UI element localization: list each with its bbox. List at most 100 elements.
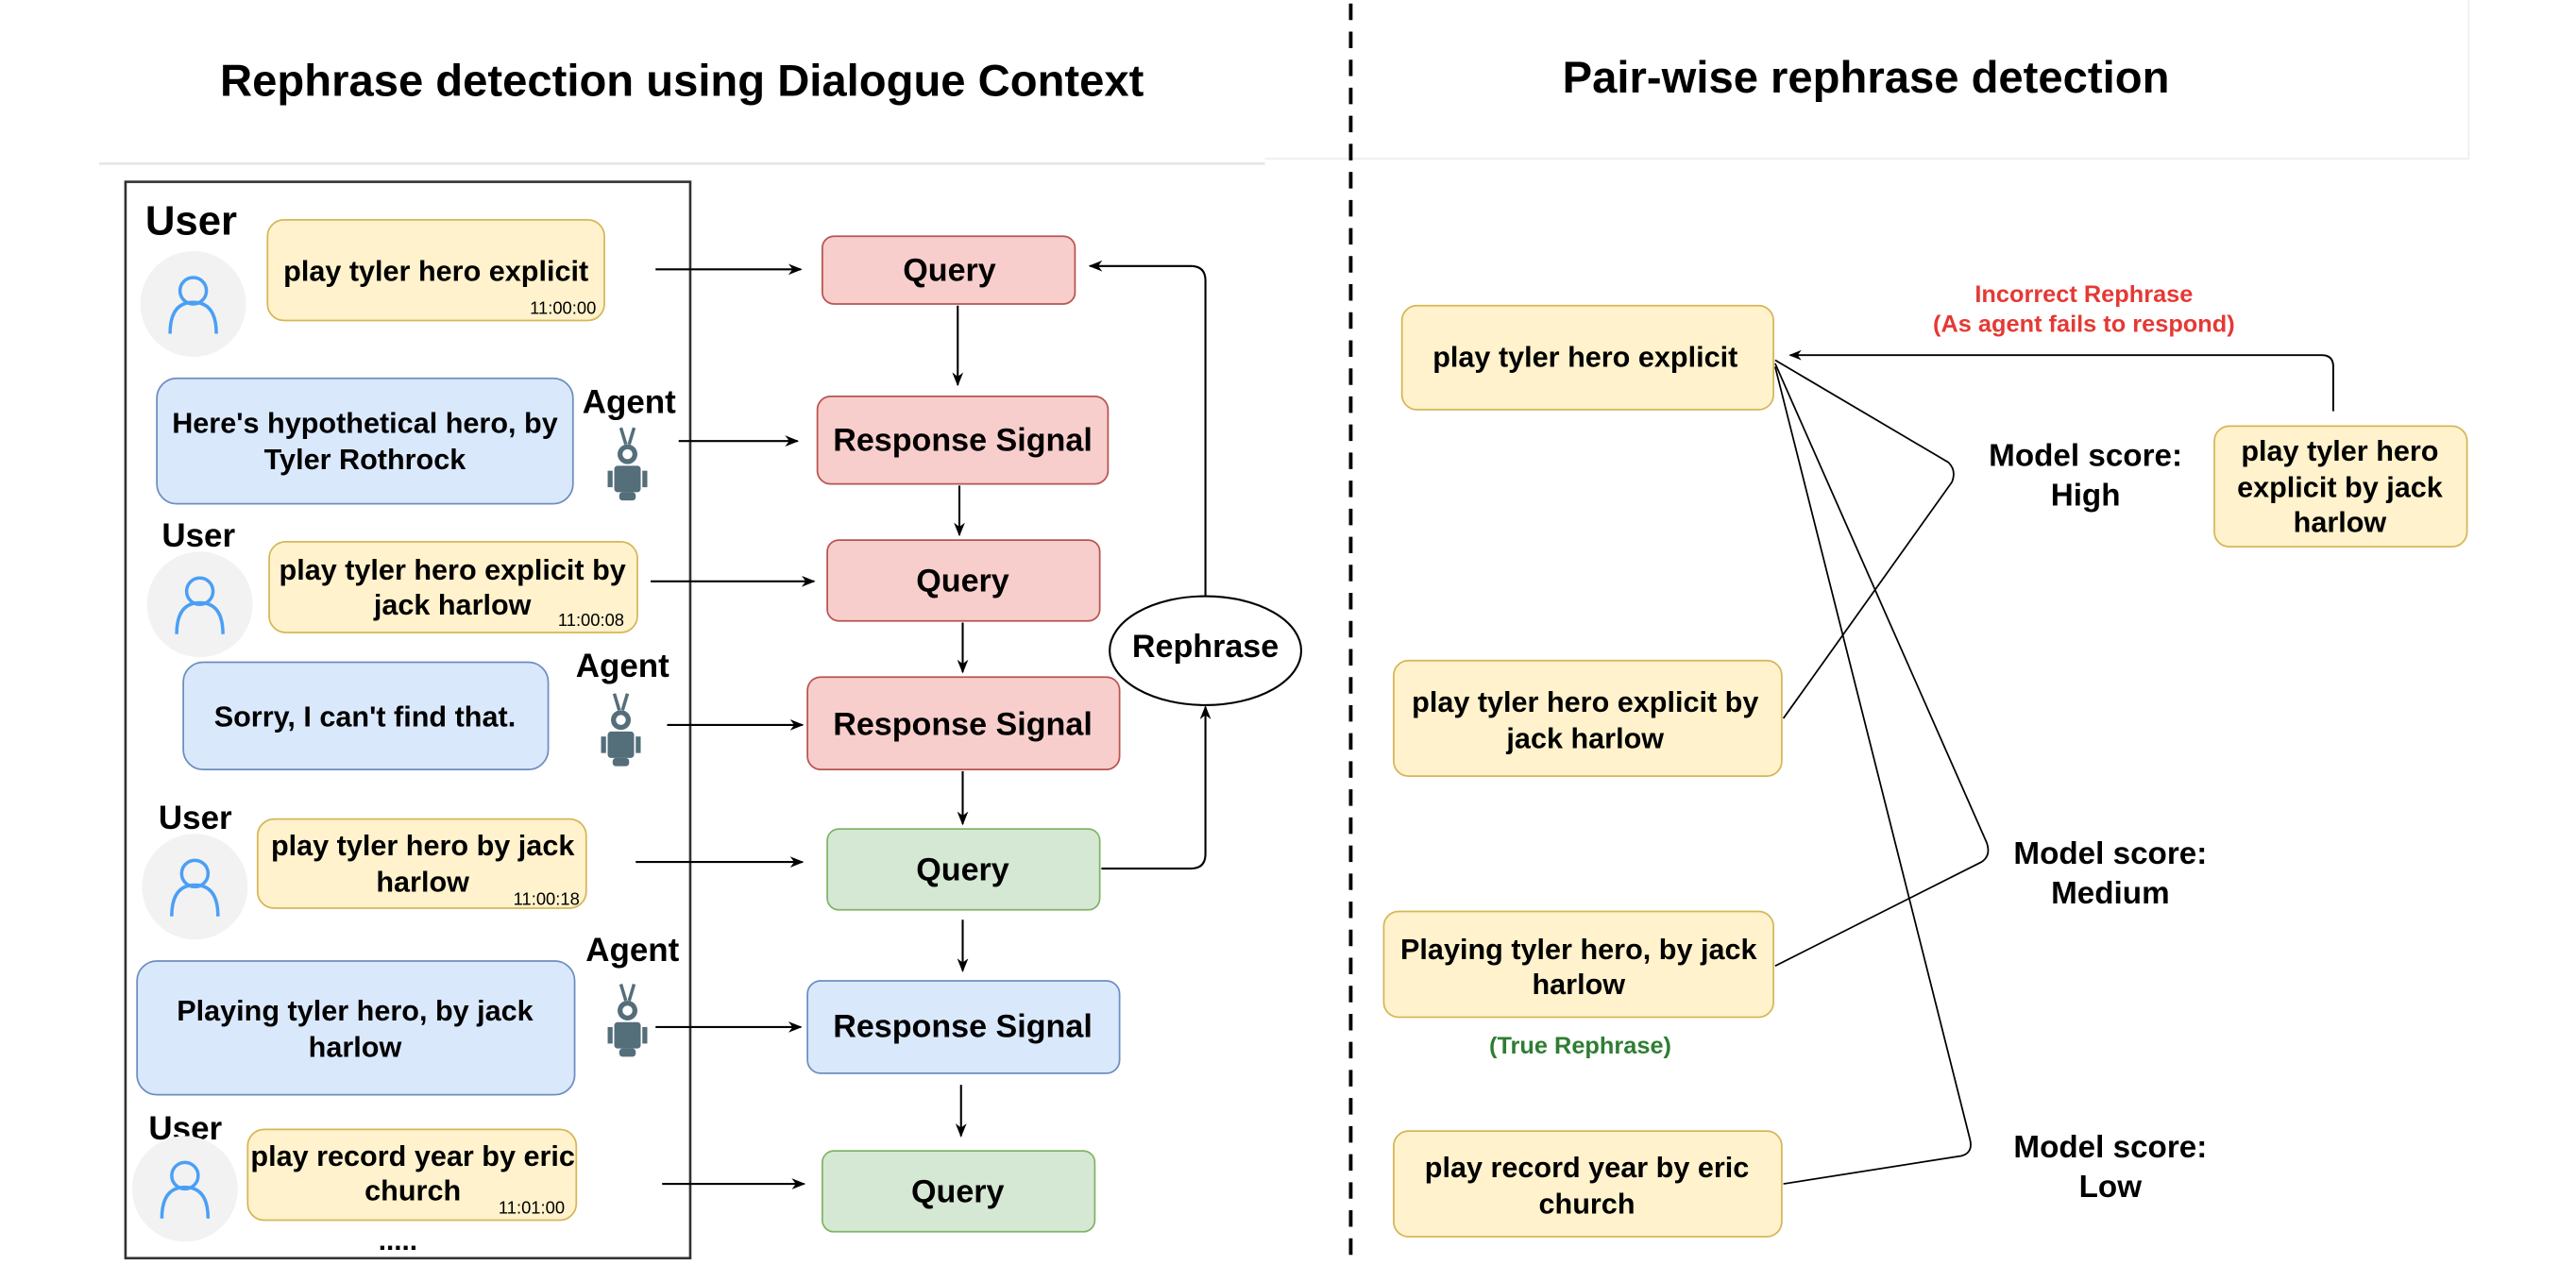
flow-node-response-signal: Response Signal	[806, 980, 1121, 1074]
message-text: harlow	[376, 867, 469, 899]
role-label: User	[161, 517, 235, 554]
dialogue-turn-user: User play tyler hero explicit 11:00:00	[138, 198, 605, 359]
agent-message-bubble	[182, 661, 550, 771]
dialogue-flow-connectors	[636, 263, 816, 1189]
user-message-bubble	[246, 1128, 578, 1222]
score-value-low: Low	[2079, 1170, 2143, 1205]
more-dialogue-ellipsis: .....	[379, 1225, 417, 1257]
score-label: Model score:	[2013, 1130, 2207, 1165]
node-label: explicit by jack	[2237, 472, 2444, 504]
message-text: play tyler hero explicit by	[280, 554, 626, 586]
node-box	[806, 676, 1121, 771]
message-text: Playing tyler hero, by jack	[177, 995, 534, 1027]
message-text: harlow	[309, 1031, 402, 1063]
score-label: Model score:	[1989, 438, 2182, 473]
true-rephrase-note: (True Rephrase)	[1489, 1033, 1671, 1059]
message-timestamp: 11:01:00	[499, 1198, 565, 1218]
node-box	[806, 980, 1121, 1074]
node-label: Query	[911, 1173, 1005, 1209]
rephrase-loop: Rephrase	[1088, 260, 1303, 870]
message-timestamp: 11:00:00	[530, 297, 596, 317]
node-label: Query	[903, 253, 996, 289]
role-label: Agent	[576, 648, 669, 684]
user-message-bubble	[268, 540, 638, 633]
robot-agent-icon	[605, 982, 650, 1059]
message-text: play tyler hero explicit	[283, 256, 588, 288]
message-timestamp: 11:00:08	[558, 610, 624, 630]
right-panel-title: Pair-wise rephrase detection	[1563, 53, 2170, 103]
role-label: User	[145, 198, 237, 245]
node-label: play tyler hero explicit	[1432, 341, 1737, 373]
user-avatar-icon	[138, 249, 248, 359]
score-value-high: High	[2051, 478, 2121, 513]
message-timestamp: 11:00:18	[514, 889, 580, 909]
score-link-medium	[1774, 363, 1990, 968]
node-label: harlow	[2294, 506, 2387, 538]
dialogue-frame	[124, 180, 692, 1260]
node-box	[1382, 910, 1774, 1019]
node-label: Response Signal	[833, 423, 1093, 459]
node-label: Response Signal	[833, 706, 1093, 742]
flow-node-query: Query	[826, 539, 1101, 622]
flow-node-response-signal: Response Signal	[816, 396, 1110, 485]
node-label: Response Signal	[833, 1008, 1093, 1044]
left-panel-title: Rephrase detection using Dialogue Contex…	[220, 57, 1144, 107]
user-avatar-icon	[130, 1134, 240, 1244]
node-box	[821, 235, 1076, 305]
message-text: play record year by eric	[250, 1140, 575, 1172]
candidate-node: play tyler hero explicit by jack harlow	[1393, 659, 1783, 778]
side-query-node: play tyler hero explicit by jack harlow	[2213, 425, 2468, 548]
node-box	[816, 396, 1110, 485]
node-box	[826, 828, 1101, 911]
score-label: Model score:	[2013, 836, 2207, 871]
flow-node-query: Query	[821, 235, 1076, 305]
node-box	[821, 1150, 1096, 1233]
score-links	[1774, 359, 1990, 1185]
user-message-bubble	[266, 218, 605, 322]
dialogue-turn-user: User play tyler hero by jack harlow 11:0…	[140, 800, 587, 942]
node-label: play tyler hero	[2241, 435, 2438, 467]
score-link-high	[1774, 359, 1955, 719]
dialogue-turn-user: User play tyler hero explicit by jack ha…	[144, 517, 638, 659]
flow-node-response-signal: Response Signal	[806, 676, 1121, 771]
query-to-rephrase-arrow	[1101, 705, 1212, 870]
message-text: Tyler Rothrock	[264, 444, 467, 476]
message-text: Sorry, I can't find that.	[214, 701, 516, 734]
node-box	[1400, 304, 1774, 411]
dialogue-turn-user: User play record year by eric church 11:…	[130, 1110, 578, 1244]
node-label: play record year by eric	[1425, 1152, 1750, 1184]
score-value-medium: Medium	[2051, 876, 2170, 911]
candidate-node: play record year by eric church	[1393, 1130, 1783, 1238]
node-label: Playing tyler hero, by jack	[1400, 934, 1757, 966]
node-label: church	[1539, 1189, 1635, 1221]
role-label: User	[159, 800, 232, 836]
message-text: church	[364, 1175, 461, 1207]
node-label: play tyler hero explicit by	[1412, 686, 1758, 718]
dialogue-turn-agent: Playing tyler hero, by jack harlow Agent	[136, 932, 680, 1096]
flow-node-query: Query	[826, 828, 1101, 911]
right-header-frame	[1264, 0, 2470, 160]
flow-arrows	[952, 305, 969, 1138]
agent-message-bubble	[136, 960, 576, 1096]
message-text: Here's hypothetical hero, by	[172, 407, 558, 439]
candidate-node-true-rephrase: Playing tyler hero, by jack harlow (True…	[1382, 910, 1774, 1059]
agent-message-bubble	[156, 377, 574, 505]
role-label: Agent	[585, 932, 679, 969]
anchor-query-node: play tyler hero explicit	[1400, 304, 1774, 411]
node-label: jack harlow	[1505, 722, 1664, 754]
rephrase-label: Rephrase	[1132, 629, 1279, 665]
role-label: Agent	[583, 383, 676, 420]
incorrect-rephrase-arrow	[1788, 349, 2334, 412]
node-label: Query	[916, 852, 1009, 887]
user-message-bubble	[256, 818, 587, 909]
flow-node-query: Query	[821, 1150, 1096, 1233]
user-avatar-icon	[140, 832, 250, 942]
node-box	[1393, 659, 1783, 778]
message-text: play tyler hero by jack	[271, 830, 575, 862]
node-label: Query	[916, 563, 1009, 599]
robot-agent-icon	[599, 691, 643, 768]
incorrect-rephrase-title: Incorrect Rephrase	[1974, 281, 2193, 308]
score-link-low	[1774, 366, 1972, 1185]
node-box	[826, 539, 1101, 622]
